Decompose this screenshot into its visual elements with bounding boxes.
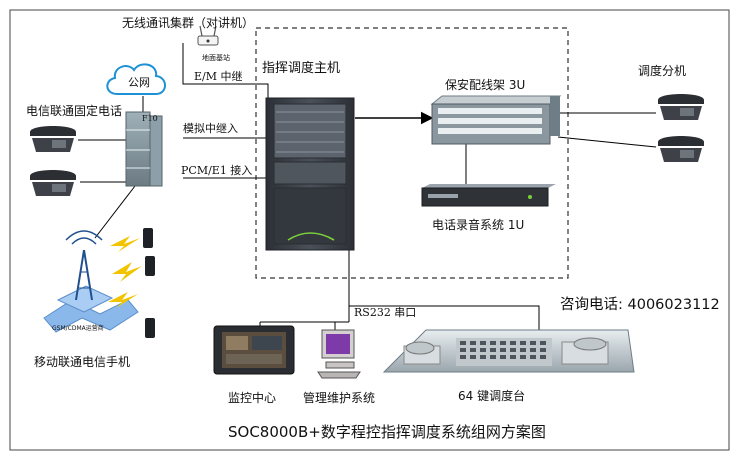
monitor-center-label: 监控中心	[228, 390, 276, 405]
diagram-caption: SOC8000B+数字程控指挥调度系统组网方案图	[228, 423, 546, 441]
line-ext2	[557, 136, 657, 148]
fixed-phone-label: 电信联通固定电话	[26, 103, 122, 118]
monitor-center-icon	[213, 325, 295, 375]
recording-system-icon	[421, 184, 556, 207]
hotline-label: 咨询电话: 4006023112	[560, 296, 720, 313]
console64-label: 64 键调度台	[458, 388, 525, 403]
line-f10-tower	[94, 185, 136, 239]
public-network-cloud-icon	[106, 63, 166, 95]
fixed-phone-icon-1	[30, 126, 76, 152]
rs232-label: RS232 串口	[354, 306, 416, 319]
dispatch-host-label: 指挥调度主机	[262, 60, 340, 76]
management-pc-icon	[317, 329, 361, 379]
dispatch-host-cabinet-icon	[265, 97, 355, 251]
f10-switch-icon	[125, 111, 163, 187]
host-area-boundary	[255, 27, 569, 279]
mobile-phone-label: 移动联通电信手机	[34, 355, 130, 369]
recording-system-label: 电话录音系统 1U	[432, 217, 524, 232]
wireless-cluster-label: 无线通讯集群（对讲机）	[122, 15, 254, 30]
line-rs232	[349, 305, 540, 330]
em-trunk-label: E/M 中继	[194, 70, 243, 83]
security-frame-icon	[430, 95, 562, 145]
mobile-phone-icons	[143, 228, 155, 338]
connection-lines	[78, 43, 657, 330]
dispatch-extension-label: 调度分机	[638, 63, 686, 78]
line-em-trunk	[182, 43, 269, 98]
dispatch-console-icon	[382, 329, 635, 373]
analog-trunk-label: 模拟中继入	[183, 121, 238, 135]
fixed-phone-icon-2	[30, 170, 76, 196]
management-system-label: 管理维护系统	[303, 390, 375, 405]
base-station-label: 地面基站	[202, 53, 230, 62]
signal-lightning-icons	[108, 236, 142, 308]
outer-border	[9, 9, 730, 451]
f10-label: F10	[142, 114, 158, 123]
gsm-cdma-label: GSM/CDMA运营商	[52, 324, 104, 332]
dispatch-extension-phone-icon-2	[658, 136, 704, 162]
gsm-tower-icon	[43, 230, 139, 333]
security-frame-label: 保安配线架 3U	[445, 77, 525, 92]
base-station-icon	[197, 25, 219, 46]
dispatch-extension-phone-icon-1	[658, 94, 704, 120]
pcm-e1-label: PCM/E1 接入	[181, 164, 252, 177]
public-network-label: 公网	[128, 76, 150, 89]
